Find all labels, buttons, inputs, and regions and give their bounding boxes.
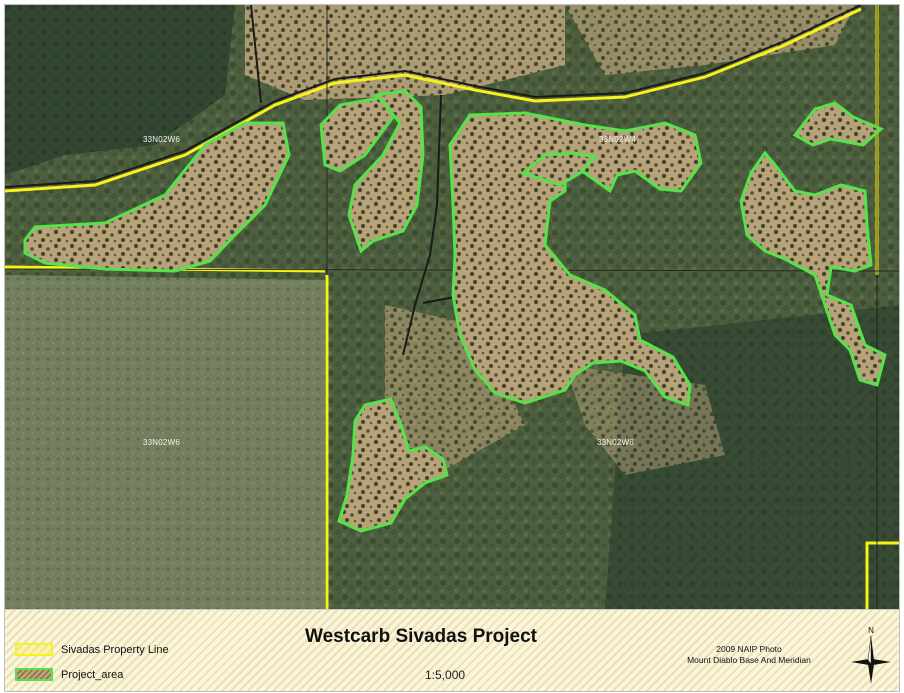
road-center bbox=[402, 94, 442, 356]
project-area-3[interactable] bbox=[448, 111, 703, 408]
legend-label-project-area: Project_area bbox=[61, 668, 124, 681]
map-title: Westcarb Sivadas Project bbox=[305, 626, 537, 647]
section-label-ne: 33N02W4 bbox=[599, 135, 636, 144]
terrain-open-ne bbox=[565, 5, 855, 75]
project-area-2b[interactable] bbox=[347, 89, 425, 254]
photo-credit: 2009 NAIP Photo Mount Diablo Base And Me… bbox=[658, 644, 840, 666]
project-area-3-notch[interactable] bbox=[519, 151, 598, 187]
road-nw-spur bbox=[250, 5, 262, 104]
photo-credit-line-2: Mount Diablo Base And Meridian bbox=[687, 655, 811, 665]
legend-item-project-area: Project_area bbox=[15, 668, 123, 681]
legend-label-property-line: Sivadas Property Line bbox=[61, 643, 169, 656]
terrain-grass-sw bbox=[5, 275, 325, 609]
photo-credit-line-1: 2009 NAIP Photo bbox=[716, 644, 782, 654]
project-area-4[interactable] bbox=[739, 150, 887, 387]
property-line-north bbox=[5, 7, 862, 193]
map-legend-bar: Sivadas Property Line Project_area Westc… bbox=[5, 609, 899, 691]
map-area[interactable]: 33N02W6 33N02W4 33N02W6 33N02W8 bbox=[5, 5, 900, 609]
section-label-se: 33N02W8 bbox=[597, 438, 634, 447]
north-label: N bbox=[868, 626, 874, 635]
project-area-1[interactable] bbox=[23, 121, 291, 273]
road-north bbox=[5, 5, 862, 188]
project-area-swatch-icon bbox=[15, 668, 53, 681]
property-line-swatch-icon bbox=[15, 643, 53, 656]
terrain-dark-forest-nw bbox=[5, 5, 235, 175]
map-frame: 33N02W6 33N02W4 33N02W6 33N02W8 Sivadas … bbox=[4, 4, 900, 692]
north-arrow-icon: N bbox=[851, 626, 891, 684]
legend-item-property-line: Sivadas Property Line bbox=[15, 643, 169, 656]
terrain-open-center bbox=[385, 305, 525, 475]
project-area-6[interactable] bbox=[337, 397, 449, 533]
roads bbox=[5, 5, 862, 356]
project-areas bbox=[23, 89, 887, 533]
map-scale: 1:5,000 bbox=[425, 668, 466, 682]
section-label-sw: 33N02W6 bbox=[143, 438, 180, 447]
aerial-map[interactable] bbox=[5, 5, 900, 609]
section-label-nw: 33N02W6 bbox=[143, 135, 180, 144]
property-line-se bbox=[865, 541, 899, 609]
project-area-5[interactable] bbox=[792, 101, 884, 147]
terrain-open-north bbox=[245, 5, 565, 100]
